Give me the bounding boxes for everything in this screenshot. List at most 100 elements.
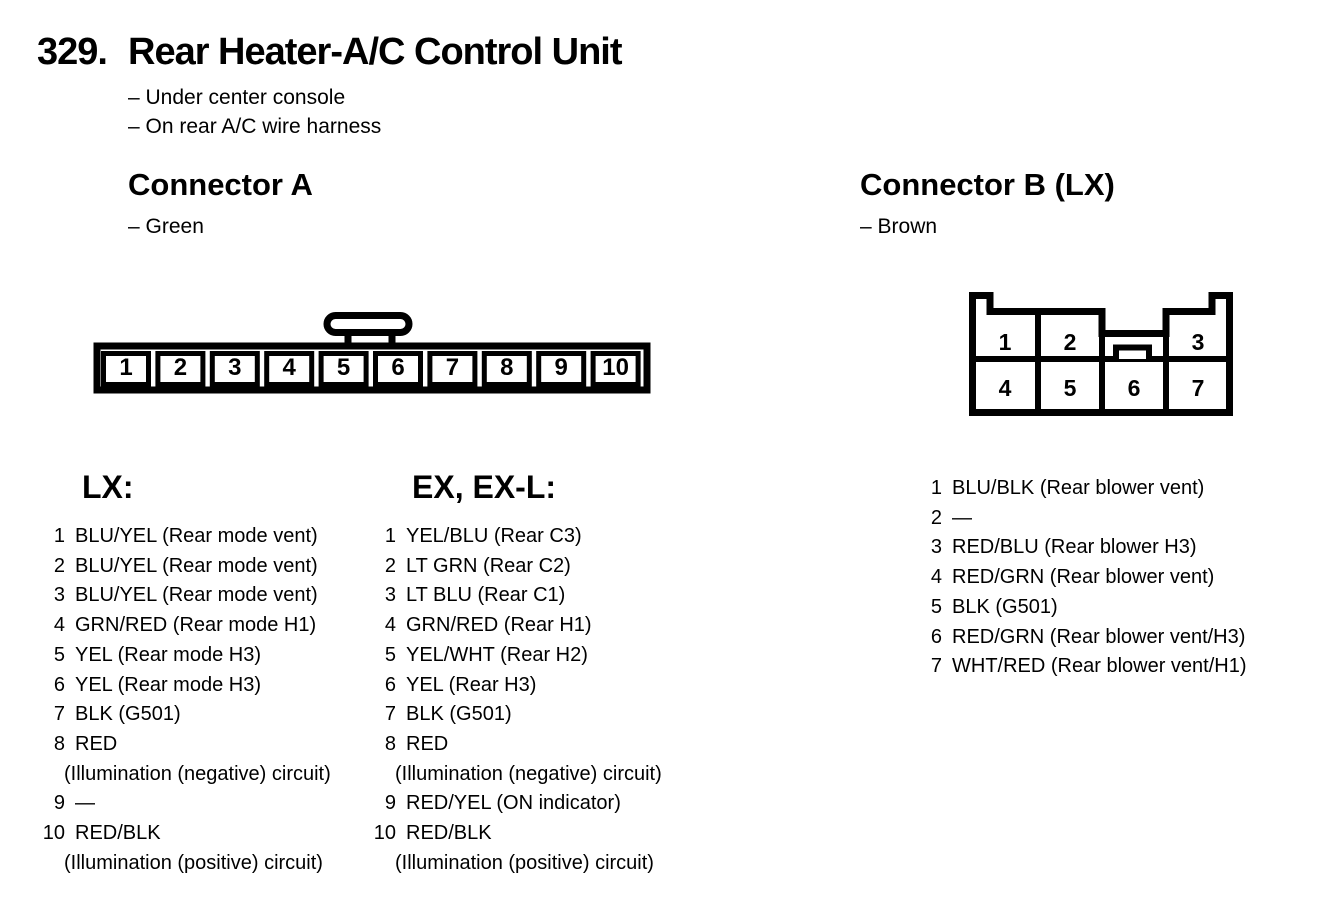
location-note: – Under center console — [128, 86, 346, 109]
connector-b-figure: 1 2 3 4 5 6 7 — [969, 292, 1233, 416]
pin-number: 2 — [384, 554, 396, 577]
wire-label: RED/BLK — [406, 822, 492, 845]
pin-number: 6 — [384, 673, 396, 696]
latch-tab — [323, 312, 413, 336]
wire-label-continuation: (Illumination (positive) circuit) — [395, 851, 654, 874]
wire-label: RED/GRN (Rear blower vent/H3) — [952, 625, 1246, 648]
wire-label: RED/BLU (Rear blower H3) — [952, 536, 1197, 559]
pin-cell — [101, 351, 151, 387]
pin-cell — [481, 351, 532, 387]
pin-list-item: 2 LT GRN (Rear C2) — [368, 552, 662, 582]
wire-label: RED/BLK — [75, 822, 161, 845]
pin-cell-number: 2 — [1064, 329, 1077, 355]
wire-label: LT BLU (Rear C1) — [406, 584, 566, 607]
wire-label: — — [952, 506, 972, 529]
wire-label: YEL/WHT (Rear H2) — [406, 643, 588, 666]
wire-label: RED — [75, 732, 118, 755]
wire-label: GRN/RED (Rear H1) — [406, 614, 592, 637]
pin-number: 7 — [384, 703, 396, 726]
wire-label: BLU/YEL (Rear mode vent) — [75, 584, 318, 607]
pin-list-item: 8 RED (Illumination (negative) circuit) — [368, 730, 662, 789]
wire-label: LT GRN (Rear C2) — [406, 554, 571, 577]
wire-label-continuation: (Illumination (negative) circuit) — [64, 762, 331, 785]
pin-cell-number: 9 — [555, 354, 568, 381]
wire-label: RED/GRN (Rear blower vent) — [952, 566, 1215, 589]
pin-number: 1 — [930, 477, 942, 499]
wire-label: — — [75, 792, 95, 815]
connector-b-color-note: – Brown — [860, 215, 938, 238]
pin-number: 3 — [384, 584, 396, 607]
pin-cell — [318, 351, 369, 387]
pin-cell — [264, 351, 315, 387]
pin-number: 2 — [53, 554, 65, 577]
pin-number: 7 — [930, 655, 942, 678]
pin-cell — [373, 351, 423, 387]
pin-cell-number: 6 — [1128, 375, 1141, 401]
wire-label: BLK (G501) — [75, 703, 181, 726]
pin-list-item: 10 RED/BLK (Illumination (positive) circui… — [37, 819, 331, 878]
connector-b-heading: Connector B (LX) — [860, 167, 1115, 202]
wire-label: WHT/RED (Rear blower vent/H1) — [952, 655, 1247, 678]
wire-label: BLU/YEL (Rear mode vent) — [75, 525, 318, 547]
pin-number: 10 — [373, 822, 396, 845]
connector-a-color-note: – Green — [128, 215, 204, 238]
ex-variant-heading: EX, EX-L: — [412, 469, 557, 505]
connector-b-key — [1113, 344, 1152, 359]
pin-number: 4 — [930, 566, 942, 589]
wire-label: RED — [406, 732, 449, 755]
pin-list-item: 9— — [37, 789, 331, 819]
pin-number: 2 — [930, 506, 942, 529]
pin-number: 1 — [384, 525, 396, 547]
pin-cell-number: 4 — [283, 354, 297, 381]
pin-cell — [427, 351, 478, 387]
pin-number: 5 — [930, 595, 942, 618]
pin-list-item: 4 RED/GRN (Rear blower vent) — [918, 563, 1247, 593]
page-title: Rear Heater-A/C Control Unit — [128, 31, 622, 73]
wire-label: RED/YEL (ON indicator) — [406, 792, 621, 815]
pin-number: 8 — [384, 732, 396, 755]
pin-number: 10 — [42, 822, 65, 845]
wire-label-continuation: (Illumination (negative) circuit) — [395, 762, 662, 785]
pin-cell — [590, 351, 641, 387]
pin-number: 7 — [53, 703, 65, 726]
connector-a-heading: Connector A — [128, 167, 313, 202]
wire-label: BLU/BLK (Rear blower vent) — [952, 477, 1205, 499]
pin-list-item: 1 BLU/YEL (Rear mode vent) — [37, 522, 331, 552]
pin-list-item: 3 LT BLU (Rear C1) — [368, 581, 662, 611]
wire-label: YEL (Rear H3) — [406, 673, 537, 696]
connector-b-grid — [972, 312, 1230, 409]
pin-number: 1 — [53, 525, 65, 547]
pin-list-item: 7 WHT/RED (Rear blower vent/H1) — [918, 652, 1247, 682]
pin-list-item: 2— — [918, 504, 1247, 534]
wire-label: BLU/YEL (Rear mode vent) — [75, 554, 318, 577]
connector-a-figure: 1 2 3 4 5 6 7 8 9 10 — [93, 312, 651, 394]
pin-list-item: 2 BLU/YEL (Rear mode vent) — [37, 552, 331, 582]
pin-list-item: 7 BLK (G501) — [37, 700, 331, 730]
pin-cell-number: 5 — [1064, 375, 1077, 401]
pin-cell-number: 4 — [999, 375, 1012, 401]
wire-label: YEL (Rear mode H3) — [75, 643, 261, 666]
pin-cell-number: 10 — [602, 354, 629, 381]
location-note: – On rear A/C wire harness — [128, 114, 382, 138]
pin-number: 9 — [384, 792, 396, 815]
pin-cell — [209, 351, 260, 387]
pin-list-item: 10 RED/BLK (Illumination (positive) circui… — [368, 819, 662, 878]
wire-label: BLK (G501) — [406, 703, 512, 726]
pin-cell-number: 8 — [500, 354, 513, 381]
pin-cell-number: 5 — [337, 354, 350, 381]
pin-cell-number: 3 — [1192, 329, 1205, 355]
page-number: 329. — [37, 31, 108, 73]
pin-cell — [155, 351, 206, 387]
wire-label: BLK (G501) — [952, 595, 1058, 618]
wire-label-continuation: (Illumination (positive) circuit) — [64, 851, 323, 874]
location-notes: – Under center console – On rear A/C wir… — [128, 84, 381, 141]
